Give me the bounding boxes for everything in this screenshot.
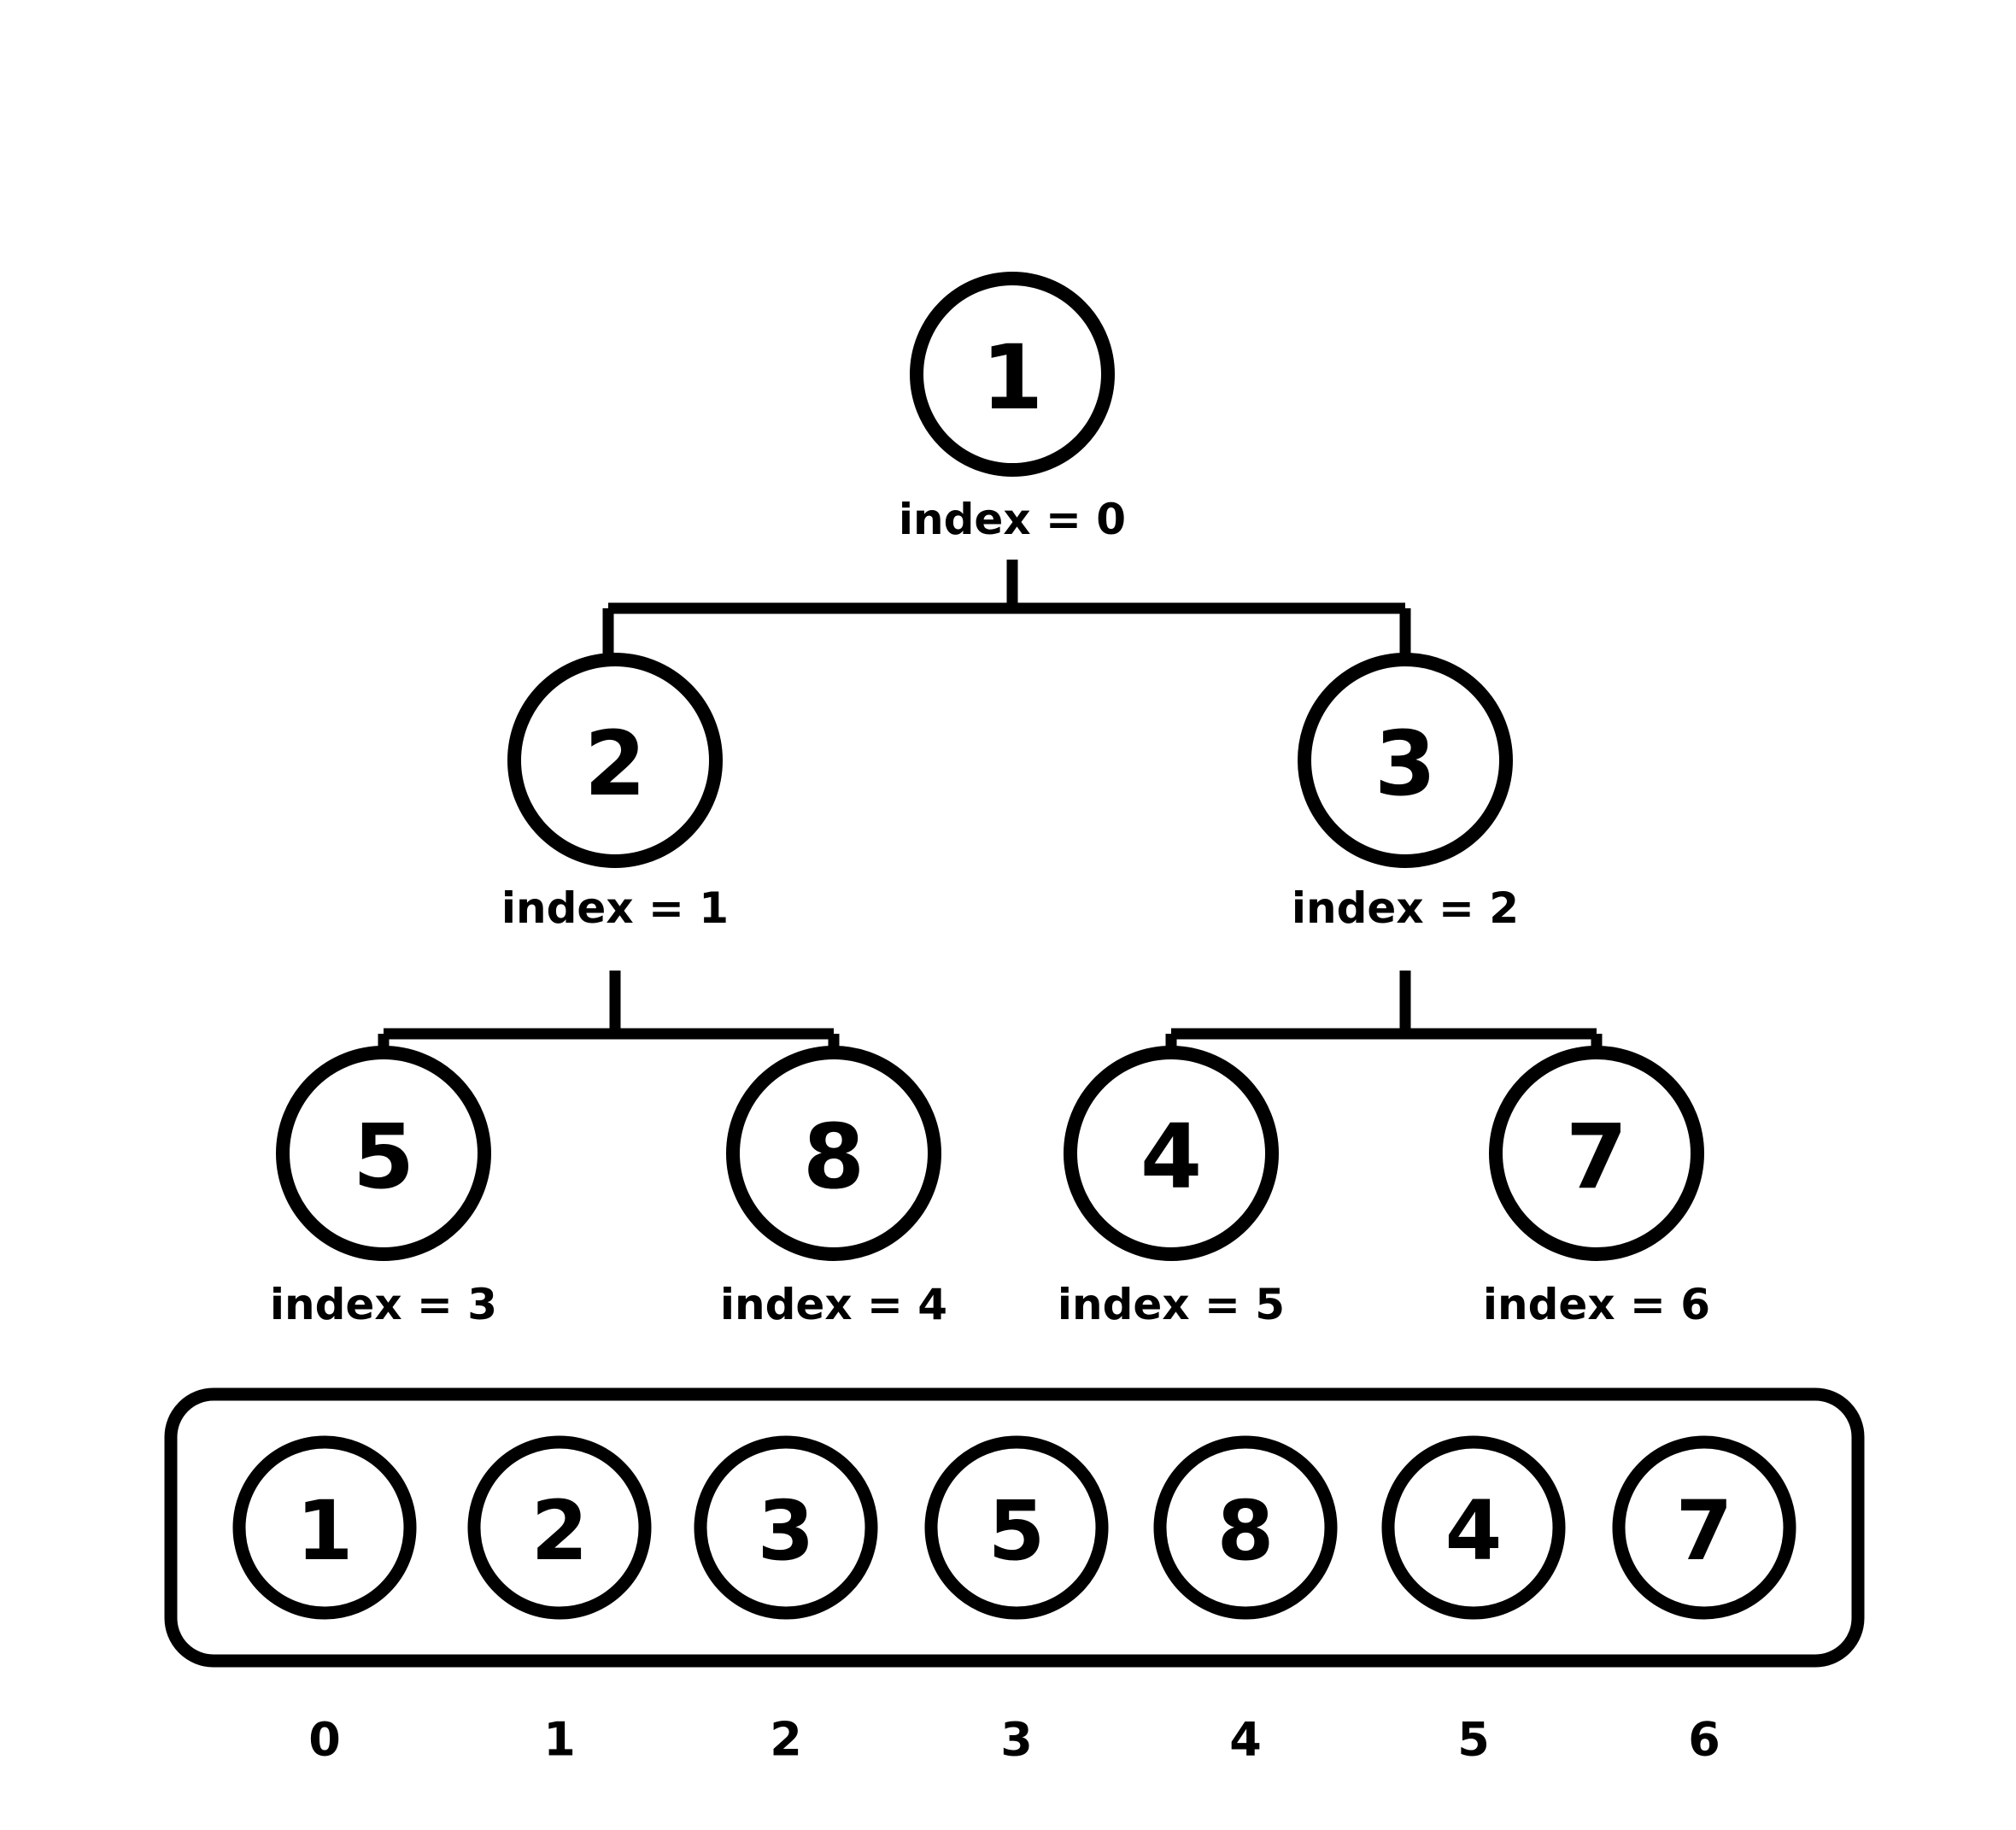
array-cell-4[interactable]: 8	[1153, 1435, 1338, 1620]
array-cells-group: 1 2 3 5 8 4 7	[232, 1435, 1796, 1620]
array-cell-circle[interactable]	[924, 1435, 1109, 1620]
array-cell-circle[interactable]	[1153, 1435, 1338, 1620]
array-cell-3[interactable]: 5	[924, 1435, 1109, 1620]
tree-node-2-idx1[interactable]: 2 index = 1	[501, 653, 729, 933]
tree-node-index-label: index = 3	[270, 1280, 497, 1329]
array-index-label-3: 3	[1000, 1713, 1033, 1767]
array-representation-group: 1 2 3 5 8 4 7 0 1 2 3 4 5 6	[164, 1387, 1865, 1767]
tree-node-8-idx4[interactable]: 8 index = 4	[720, 1046, 947, 1329]
array-cell-circle[interactable]	[467, 1435, 652, 1620]
tree-node-index-label: index = 4	[720, 1280, 947, 1329]
array-cell-value: 3	[758, 1483, 815, 1579]
array-cell-circle[interactable]	[1612, 1435, 1796, 1620]
array-index-label-1: 1	[543, 1713, 576, 1767]
tree-node-value: 4	[1140, 1105, 1202, 1209]
array-index-label-5: 5	[1457, 1713, 1490, 1767]
tree-nodes-group: 1 index = 0 2 index = 1 3 index = 2 5 index = 3…	[270, 272, 1710, 1329]
edge-node2-to-children	[378, 971, 840, 1058]
tree-node-value: 2	[584, 712, 646, 816]
tree-node-circle[interactable]	[910, 272, 1115, 477]
array-cell-5[interactable]: 4	[1381, 1435, 1566, 1620]
array-cell-circle[interactable]	[1381, 1435, 1566, 1620]
tree-node-index-label: index = 5	[1058, 1280, 1285, 1329]
array-cell-value: 2	[531, 1483, 589, 1579]
connector-line	[602, 560, 1411, 662]
tree-node-value: 7	[1566, 1105, 1627, 1209]
tree-node-1-idx0[interactable]: 1 index = 0	[899, 272, 1126, 544]
tree-node-index-label: index = 1	[501, 883, 729, 933]
tree-node-index-label: index = 0	[899, 495, 1126, 544]
tree-node-value: 1	[982, 326, 1043, 430]
edge-node3-to-children	[1165, 971, 1603, 1058]
array-cell-0[interactable]: 1	[232, 1435, 417, 1620]
tree-node-value: 8	[803, 1105, 864, 1209]
array-cell-value: 5	[988, 1483, 1046, 1579]
tree-node-circle[interactable]	[1298, 653, 1513, 868]
tree-node-3-idx2[interactable]: 3 index = 2	[1292, 653, 1519, 933]
array-cell-6[interactable]: 7	[1612, 1435, 1796, 1620]
tree-node-circle[interactable]	[726, 1046, 941, 1261]
tree-node-circle[interactable]	[276, 1046, 491, 1261]
tree-edges-group	[378, 560, 1603, 1058]
array-cell-circle[interactable]	[694, 1435, 878, 1620]
array-cell-value: 1	[296, 1483, 354, 1579]
array-cell-2[interactable]: 3	[694, 1435, 878, 1620]
array-index-label-0: 0	[308, 1713, 341, 1767]
tree-node-value: 5	[353, 1105, 414, 1209]
tree-node-circle[interactable]	[507, 653, 723, 868]
tree-node-index-label: index = 6	[1483, 1280, 1710, 1329]
array-cell-value: 8	[1217, 1483, 1275, 1579]
array-cell-value: 4	[1445, 1483, 1503, 1579]
tree-node-circle[interactable]	[1489, 1046, 1704, 1261]
tree-node-circle[interactable]	[1064, 1046, 1279, 1261]
connector-line	[378, 971, 840, 1058]
array-cell-1[interactable]: 2	[467, 1435, 652, 1620]
array-index-labels-group: 0 1 2 3 4 5 6	[308, 1713, 1720, 1767]
connector-line	[1165, 971, 1603, 1058]
edge-root-to-children	[602, 560, 1411, 662]
tree-node-7-idx6[interactable]: 7 index = 6	[1483, 1046, 1710, 1329]
tree-node-index-label: index = 2	[1292, 883, 1519, 933]
array-index-label-6: 6	[1688, 1713, 1720, 1767]
tree-node-4-idx5[interactable]: 4 index = 5	[1058, 1046, 1285, 1329]
array-index-label-2: 2	[770, 1713, 802, 1767]
array-index-label-4: 4	[1229, 1713, 1262, 1767]
array-cell-value: 7	[1676, 1483, 1733, 1579]
tree-node-5-idx3[interactable]: 5 index = 3	[270, 1046, 497, 1329]
tree-node-value: 3	[1374, 712, 1436, 816]
array-cell-circle[interactable]	[232, 1435, 417, 1620]
